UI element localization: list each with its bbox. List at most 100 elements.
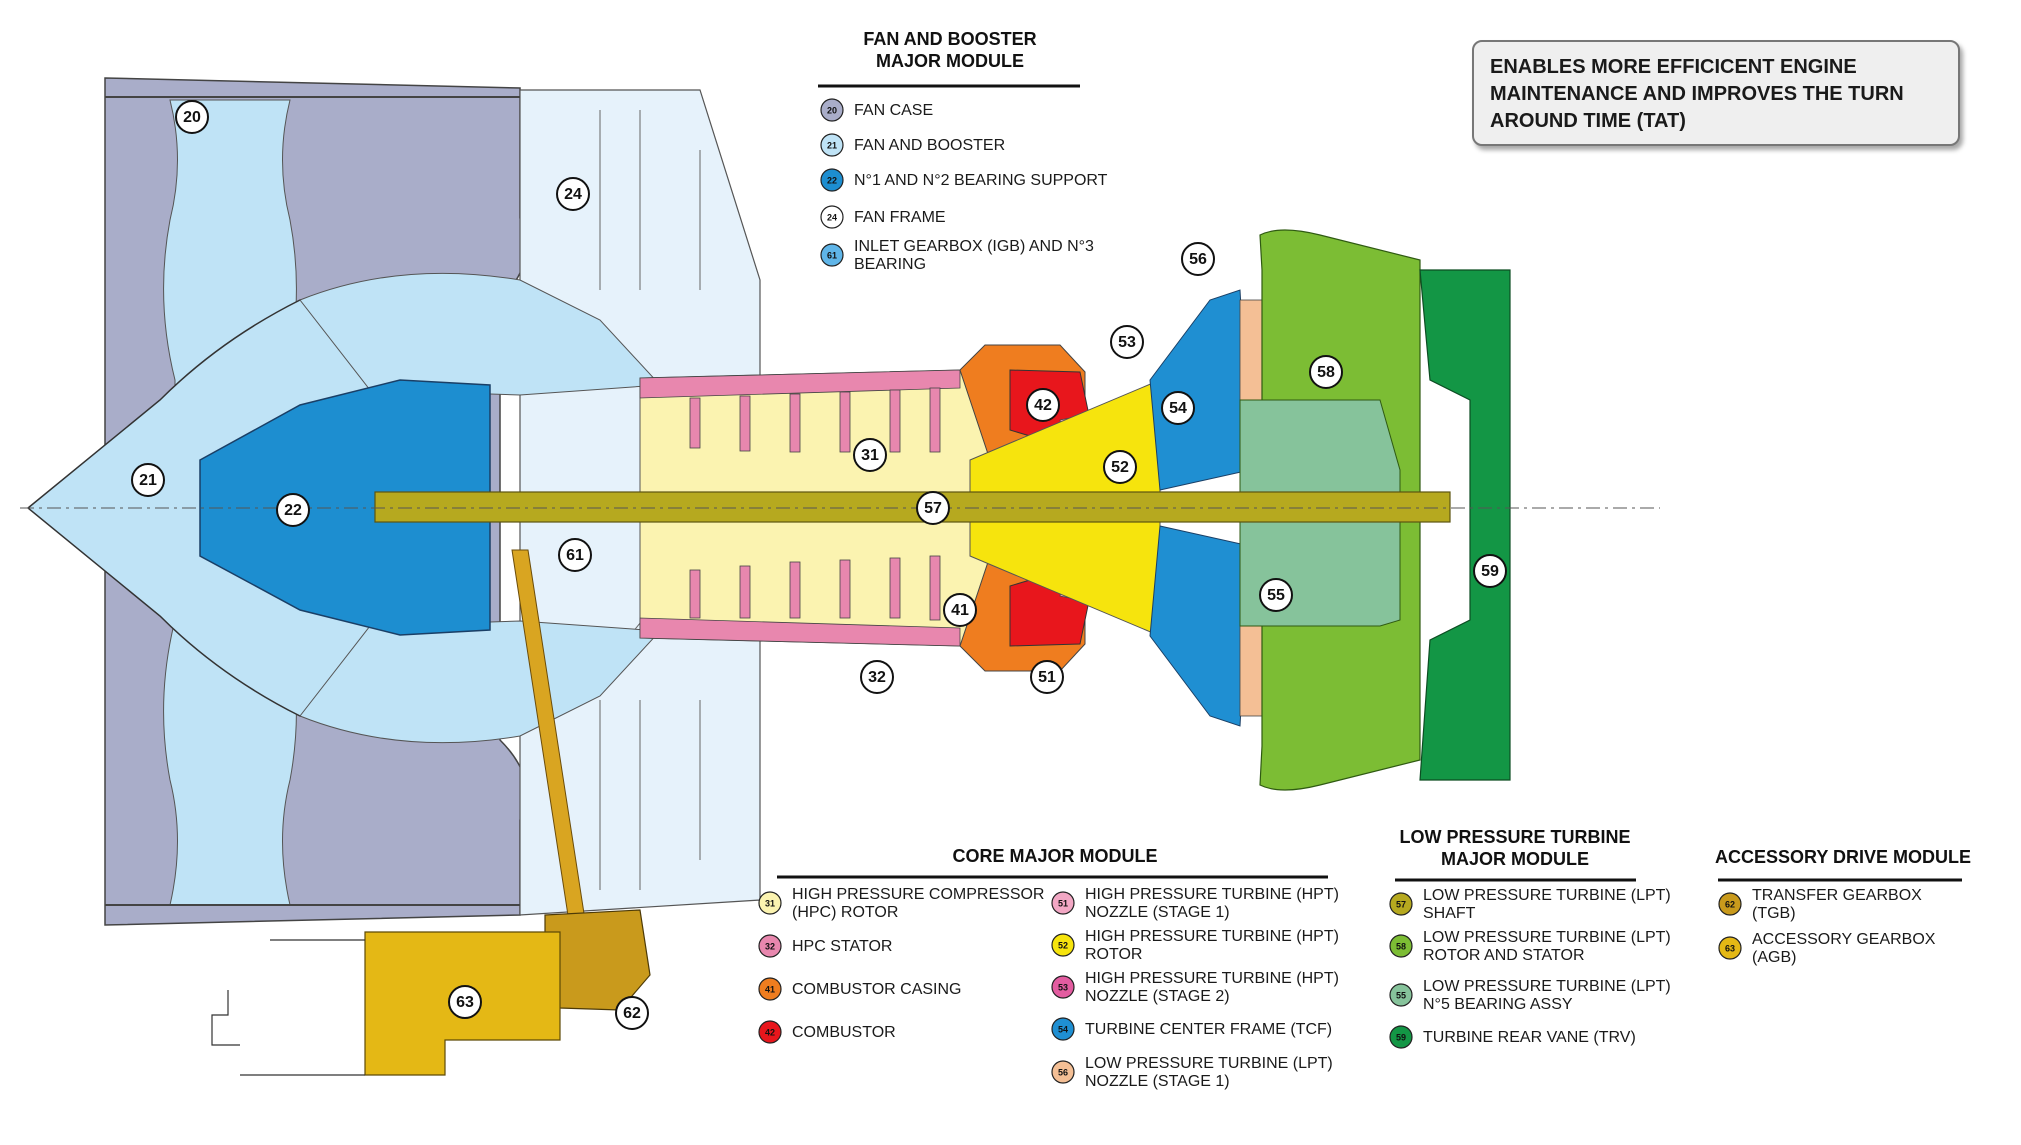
legend-item: 56 LOW PRESSURE TURBINE (LPT)NOZZLE (STAG… — [1051, 1055, 1333, 1090]
callout-number: 59 — [1481, 563, 1499, 580]
legend-label: LOW PRESSURE TURBINE (LPT) — [1085, 1055, 1333, 1072]
legend-number: 56 — [1058, 1068, 1068, 1078]
legend-number: 31 — [765, 899, 775, 909]
callout-circle — [448, 985, 482, 1019]
legend-number: 58 — [1396, 942, 1406, 952]
callout-number: 55 — [1267, 587, 1285, 604]
callout-circle — [860, 660, 894, 694]
legend-label: (HPC) ROTOR — [792, 904, 898, 921]
callout-circle — [1309, 355, 1343, 389]
callout-number: 63 — [456, 994, 474, 1011]
legend-label: SHAFT — [1423, 905, 1476, 922]
callout-number: 22 — [284, 502, 302, 519]
legend-label: ACCESSORY GEARBOX — [1752, 931, 1936, 948]
callout-circle — [916, 491, 950, 525]
callout-circle — [1103, 450, 1137, 484]
legend-label: (TGB) — [1752, 905, 1796, 922]
legend-swatch — [820, 205, 844, 229]
callout-42: 42 — [1026, 388, 1060, 422]
callout-number: 20 — [183, 109, 201, 126]
callout-number: 57 — [924, 500, 942, 517]
callout-number: 41 — [951, 602, 969, 619]
callout-61: 61 — [558, 538, 592, 572]
callout-circle — [558, 538, 592, 572]
legend-label: TURBINE REAR VANE (TRV) — [1423, 1029, 1636, 1046]
callout-number: 52 — [1111, 459, 1129, 476]
callout-number: 32 — [868, 669, 886, 686]
legend-label: N°5 BEARING ASSY — [1423, 996, 1573, 1013]
callout-circle — [1161, 391, 1195, 425]
legend-swatch — [1389, 934, 1413, 958]
legend-swatch — [1718, 892, 1742, 916]
legend-label: ROTOR AND STATOR — [1423, 947, 1585, 964]
legend-swatch — [820, 168, 844, 192]
legend-number: 22 — [827, 176, 837, 186]
callout-62: 62 — [615, 996, 649, 1030]
legend-label: ROTOR — [1085, 946, 1142, 963]
legend-label: LOW PRESSURE TURBINE (LPT) — [1423, 929, 1671, 946]
lpt-module-title-line2: MAJOR MODULE — [1441, 849, 1589, 869]
legend-number: 24 — [827, 213, 837, 223]
callout-41: 41 — [943, 593, 977, 627]
legend-swatch — [820, 98, 844, 122]
legend-number: 55 — [1396, 991, 1406, 1001]
legend-label: COMBUSTOR CASING — [792, 981, 962, 998]
legend-swatch — [1051, 975, 1075, 999]
core-module-title: CORE MAJOR MODULE — [952, 846, 1157, 866]
callout-59: 59 — [1473, 554, 1507, 588]
callout-circle — [1026, 388, 1060, 422]
callout-circle — [131, 463, 165, 497]
callout-32: 32 — [860, 660, 894, 694]
legend-label: HIGH PRESSURE COMPRESSOR — [792, 886, 1044, 903]
legend-swatch — [1389, 892, 1413, 916]
callout-number: 31 — [861, 447, 879, 464]
legend-number: 57 — [1396, 900, 1406, 910]
callout-58: 58 — [1309, 355, 1343, 389]
legend-item: 42 COMBUSTOR — [758, 1020, 896, 1044]
callout-circle — [1030, 660, 1064, 694]
legend-label: HPC STATOR — [792, 938, 892, 955]
callout-56: 56 — [1181, 242, 1215, 276]
legend-label: FAN CASE — [854, 102, 933, 119]
legend-label: COMBUSTOR — [792, 1024, 896, 1041]
legend-label: NOZZLE (STAGE 1) — [1085, 1073, 1230, 1090]
legend-label: FAN AND BOOSTER — [854, 137, 1005, 154]
legend-swatch — [758, 1020, 782, 1044]
callout-55: 55 — [1259, 578, 1293, 612]
callout-53: 53 — [1110, 325, 1144, 359]
legend-label: BEARING — [854, 256, 926, 273]
callout-circle — [175, 100, 209, 134]
callout-number: 51 — [1038, 669, 1056, 686]
trv-shape — [1419, 269, 1511, 781]
callout-circle — [1110, 325, 1144, 359]
legend-item: 31 HIGH PRESSURE COMPRESSOR(HPC) ROTOR — [758, 886, 1044, 921]
legend-number: 51 — [1058, 899, 1068, 909]
legend-number: 42 — [765, 1028, 775, 1038]
legend-label: HIGH PRESSURE TURBINE (HPT) — [1085, 886, 1339, 903]
core-col2-items: 51 HIGH PRESSURE TURBINE (HPT) NOZZLE (STA… — [1051, 886, 1339, 1090]
legend-number: 61 — [827, 251, 837, 261]
callout-number: 61 — [566, 547, 584, 564]
callout-51: 51 — [1030, 660, 1064, 694]
callout-circle — [1259, 578, 1293, 612]
callout-number: 21 — [139, 472, 157, 489]
lpt-module-legend: LOW PRESSURE TURBINE MAJOR MODULE 57LOW … — [1389, 827, 1671, 1049]
callout-31: 31 — [853, 438, 887, 472]
legend-number: 54 — [1058, 1025, 1068, 1035]
callout-24: 24 — [556, 177, 590, 211]
legend-label: NOZZLE (STAGE 2) — [1085, 988, 1230, 1005]
callout-circle — [1181, 242, 1215, 276]
